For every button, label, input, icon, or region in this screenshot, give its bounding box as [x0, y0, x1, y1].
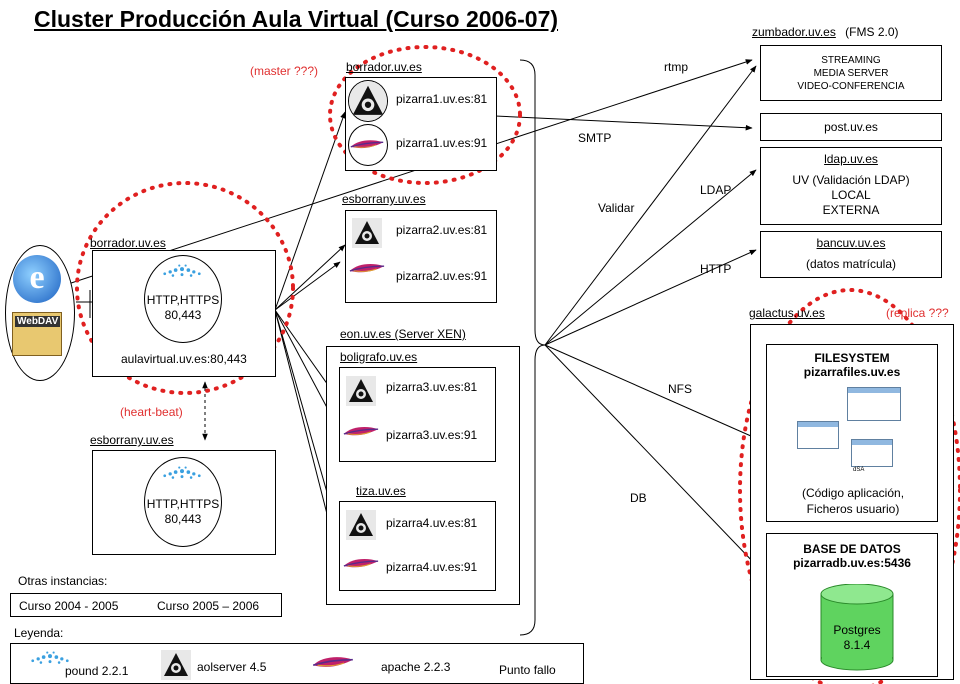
db-version: 8.1.4 — [843, 638, 871, 652]
tiza-box: pizarra4.uv.es:81 pizarra4.uv.es:91 — [339, 501, 496, 591]
fs-host: pizarrafiles.uv.es — [803, 365, 901, 379]
filesystem-box: FILESYSTEM pizarrafiles.uv.es dSA (Códig… — [766, 344, 938, 522]
dsa-label: dSA — [853, 467, 865, 473]
borrador-front-host: borrador.uv.es — [90, 236, 166, 250]
aolserver-icon — [348, 80, 388, 122]
apache-icon — [348, 261, 386, 277]
file-window-icon — [851, 439, 893, 467]
pizarra3-81: pizarra3.uv.es:81 — [386, 380, 478, 394]
proto-nfs: NFS — [668, 382, 692, 396]
tiza-host: tiza.uv.es — [356, 484, 406, 498]
esborrany-back-host: esborrany.uv.es — [342, 192, 426, 206]
legend-fallo: Punto fallo — [499, 663, 556, 677]
ldap-host: ldap.uv.es — [824, 152, 878, 166]
fs-l2: Ficheros usuario) — [806, 502, 900, 516]
legend-apache: apache 2.2.3 — [381, 660, 451, 674]
front-service: aulavirtual.uv.es:80,443 — [121, 352, 247, 366]
proto-ldap: LDAP — [700, 183, 732, 197]
ldap-l3: EXTERNA — [822, 203, 880, 217]
borrador-front-box: HTTP,HTTPS 80,443 aulavirtual.uv.es:80,4… — [92, 250, 276, 377]
course-2005: Curso 2005 – 2006 — [157, 599, 260, 613]
ldap-l2: LOCAL — [831, 188, 871, 202]
galactus-host: galactus.uv.es — [749, 306, 825, 320]
zumbador-host-line: zumbador.uv.es (FMS 2.0) — [752, 25, 899, 39]
post-host: post.uv.es — [824, 120, 878, 134]
esborrany-back-box: pizarra2.uv.es:81 pizarra2.uv.es:91 — [345, 210, 497, 303]
file-window-icon — [847, 387, 901, 421]
database-box: BASE DE DATOS pizarradb.uv.es:5436 Postg… — [766, 533, 938, 677]
bancuv-l1: (datos matrícula) — [805, 257, 897, 271]
aolserver-icon — [161, 650, 191, 680]
zumbador-l2: MEDIA SERVER — [813, 68, 889, 79]
aolserver-icon — [346, 376, 376, 406]
pound-icon — [159, 261, 205, 281]
front-ports: 80,443 — [164, 308, 202, 322]
boligrafo-box: pizarra3.uv.es:81 pizarra3.uv.es:91 — [339, 367, 496, 462]
aolserver-icon — [346, 510, 376, 540]
apache-icon — [342, 424, 380, 440]
borrador-back-box: pizarra1.uv.es:81 pizarra1.uv.es:91 — [345, 77, 497, 171]
eon-host: eon.uv.es (Server XEN) — [340, 327, 466, 341]
legend-aolserver: aolserver 4.5 — [197, 660, 267, 674]
proto-validar: Validar — [598, 201, 635, 215]
pound-icon — [159, 463, 205, 483]
webdav-label: WebDAV — [15, 316, 61, 327]
webdav-icon: WebDAV — [12, 312, 62, 356]
esborrany-front-box: HTTP,HTTPS 80,443 — [92, 450, 276, 555]
ldap-l1: UV (Validación LDAP) — [792, 173, 910, 187]
pizarra2-81: pizarra2.uv.es:81 — [396, 223, 488, 237]
legend-pound: pound 2.2.1 — [65, 664, 129, 678]
proto-smtp: SMTP — [578, 131, 612, 145]
pizarra4-81: pizarra4.uv.es:81 — [386, 516, 478, 530]
heartbeat-label: (heart-beat) — [120, 405, 183, 419]
fs-l1: (Código aplicación, — [801, 486, 905, 500]
db-title: BASE DE DATOS — [803, 542, 901, 556]
apache-icon — [342, 556, 380, 572]
other-instances-title: Otras instancias: — [18, 574, 108, 588]
post-box: post.uv.es — [760, 113, 942, 141]
zumbador-box: STREAMING MEDIA SERVER VIDEO-CONFERENCIA — [760, 45, 942, 101]
ldap-box: ldap.uv.es UV (Validación LDAP) LOCAL EX… — [760, 147, 942, 225]
other-instances-box: Curso 2004 - 2005 Curso 2005 – 2006 — [10, 593, 282, 617]
proto-rtmp: rtmp — [664, 60, 688, 74]
internet-explorer-icon: e — [13, 255, 61, 303]
aolserver-icon — [352, 218, 382, 248]
proto-http: HTTP — [700, 262, 732, 276]
db-host: pizarradb.uv.es:5436 — [793, 556, 911, 570]
zumbador-l1: STREAMING — [821, 55, 881, 66]
bancuv-box: bancuv.uv.es (datos matrícula) — [760, 231, 942, 278]
db-engine: Postgres — [833, 623, 881, 637]
master-label: (master ???) — [250, 64, 319, 78]
file-window-icon — [797, 421, 839, 449]
esborrany-front-host: esborrany.uv.es — [90, 433, 174, 447]
page-title: Cluster Producción Aula Virtual (Curso 2… — [34, 6, 559, 32]
apache-icon — [348, 124, 388, 166]
pizarra3-91: pizarra3.uv.es:91 — [386, 428, 478, 442]
zumbador-note: (FMS 2.0) — [845, 25, 899, 39]
pizarra4-91: pizarra4.uv.es:91 — [386, 560, 478, 574]
legend-title: Leyenda: — [14, 626, 64, 640]
fs-title: FILESYSTEM — [814, 351, 890, 365]
course-2004: Curso 2004 - 2005 — [19, 599, 119, 613]
proto-db: DB — [630, 491, 647, 505]
front2-proto: HTTP,HTTPS — [146, 497, 220, 511]
pizarra1-81: pizarra1.uv.es:81 — [396, 92, 488, 106]
borrador-back-host: borrador.uv.es — [346, 60, 422, 74]
pizarra2-91: pizarra2.uv.es:91 — [396, 269, 488, 283]
lb-circle-2 — [144, 457, 222, 547]
pizarra1-91: pizarra1.uv.es:91 — [396, 136, 488, 150]
postgres-cylinder-icon — [820, 584, 894, 671]
front-proto: HTTP,HTTPS — [146, 293, 220, 307]
apache-icon — [311, 654, 355, 672]
replica-label: (replica ??? — [886, 306, 949, 320]
zumbador-l3: VIDEO-CONFERENCIA — [797, 81, 905, 92]
front2-ports: 80,443 — [164, 512, 202, 526]
bancuv-host: bancuv.uv.es — [816, 236, 886, 250]
zumbador-host: zumbador.uv.es — [752, 25, 836, 39]
legend-box: pound 2.2.1 aolserver 4.5 apache 2.2.3 P… — [10, 643, 584, 684]
boligrafo-host: boligrafo.uv.es — [340, 350, 418, 364]
lb-circle — [144, 255, 222, 343]
